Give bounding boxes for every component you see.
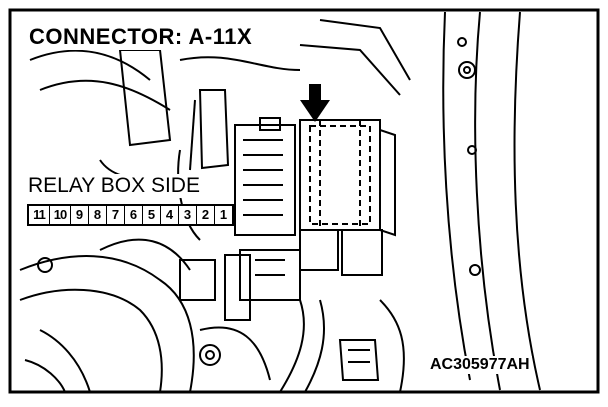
connector-pin: 4 <box>161 206 179 224</box>
connector-pin: 3 <box>179 206 197 224</box>
connector-pin: 1 <box>219 207 228 222</box>
background-linework <box>19 11 541 393</box>
connector-pin: 7 <box>107 206 125 224</box>
figure-code: AC305977AH <box>428 356 532 374</box>
diagram-title: CONNECTOR: A-11X <box>26 24 256 50</box>
connector-pin: 11 <box>29 206 50 224</box>
connector-pin: 10 <box>50 206 71 224</box>
relay-box-side-label: RELAY BOX SIDE <box>26 174 202 198</box>
connector-pin: 6 <box>125 206 143 224</box>
connector-pin: 9 <box>71 206 89 224</box>
arrow-down-icon <box>300 84 330 122</box>
connector-pin-layout: 11 10 9 8 7 6 5 4 3 2 1 <box>27 204 234 226</box>
connector-pin: 8 <box>89 206 107 224</box>
connector-pin: 5 <box>143 206 161 224</box>
connector-pin: 2 <box>197 206 215 224</box>
